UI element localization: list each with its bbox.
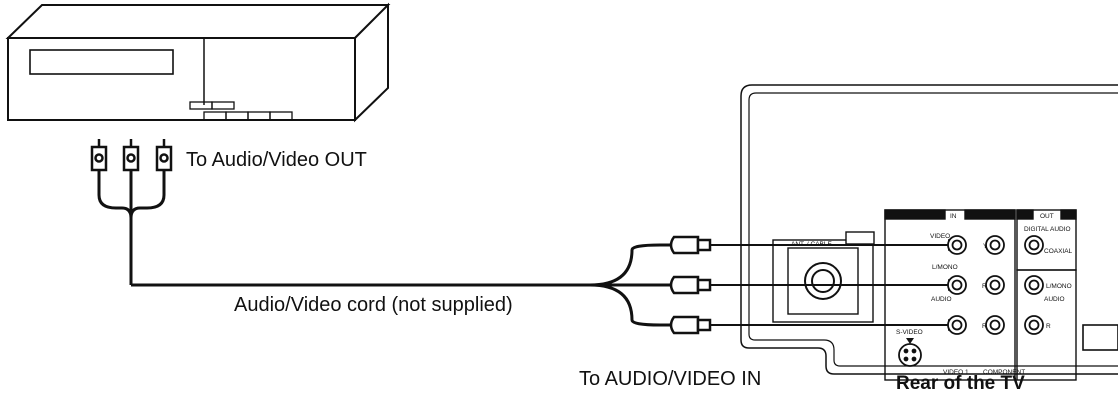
r-label: R — [982, 283, 987, 290]
vcr-output-label: To Audio/Video OUT — [186, 149, 367, 171]
component-label: COMPONENT — [983, 369, 1025, 376]
cord-label: Audio/Video cord (not supplied) — [234, 294, 513, 316]
rca-plug-audio-left — [669, 275, 960, 295]
ant-label: ANT. / CABLE — [791, 241, 832, 248]
rca-plug-left — [90, 139, 108, 172]
out-header: OUT — [1040, 213, 1054, 220]
cable-tv-split — [589, 243, 674, 327]
out-audio-label: AUDIO — [1044, 296, 1065, 303]
tv-rear-panel: ANT. / CABLE IN OUT DIGITAL AUDIO COAXIA… — [740, 84, 1118, 381]
s-video-label: S-VIDEO — [896, 329, 923, 336]
in-jack-panel — [884, 209, 1016, 381]
digital-audio-label: DIGITAL AUDIO — [1024, 226, 1071, 233]
rca-plug-right — [155, 139, 173, 172]
tv-panel-slot — [1082, 324, 1118, 351]
s-video-jack — [898, 338, 922, 367]
rca-plug-middle — [122, 139, 140, 172]
vcr-device — [5, 2, 391, 123]
y-label: Y — [983, 243, 988, 250]
in-header: IN — [950, 213, 957, 220]
out-l-mono-label: L/MONO — [1046, 283, 1072, 290]
r-label-2: R — [982, 323, 987, 330]
tv-jacks — [947, 235, 1044, 335]
audio-label: AUDIO — [931, 296, 952, 303]
cable-vcr-bundle — [97, 170, 590, 287]
tv-caption: Rear of the TV — [896, 373, 1025, 394]
antenna-input — [772, 231, 875, 323]
l-mono-label: L/MONO — [932, 264, 958, 271]
video1-label: VIDEO 1 — [943, 369, 969, 376]
tv-rca-plugs — [669, 235, 960, 335]
vcr-rca-plugs — [90, 139, 173, 172]
coaxial-label: COAXIAL — [1044, 248, 1073, 255]
tv-input-label: To AUDIO/VIDEO IN — [579, 368, 761, 390]
out-r-label: R — [1046, 323, 1051, 330]
out-jack-panel — [1016, 209, 1077, 381]
video-label: VIDEO — [930, 233, 950, 240]
